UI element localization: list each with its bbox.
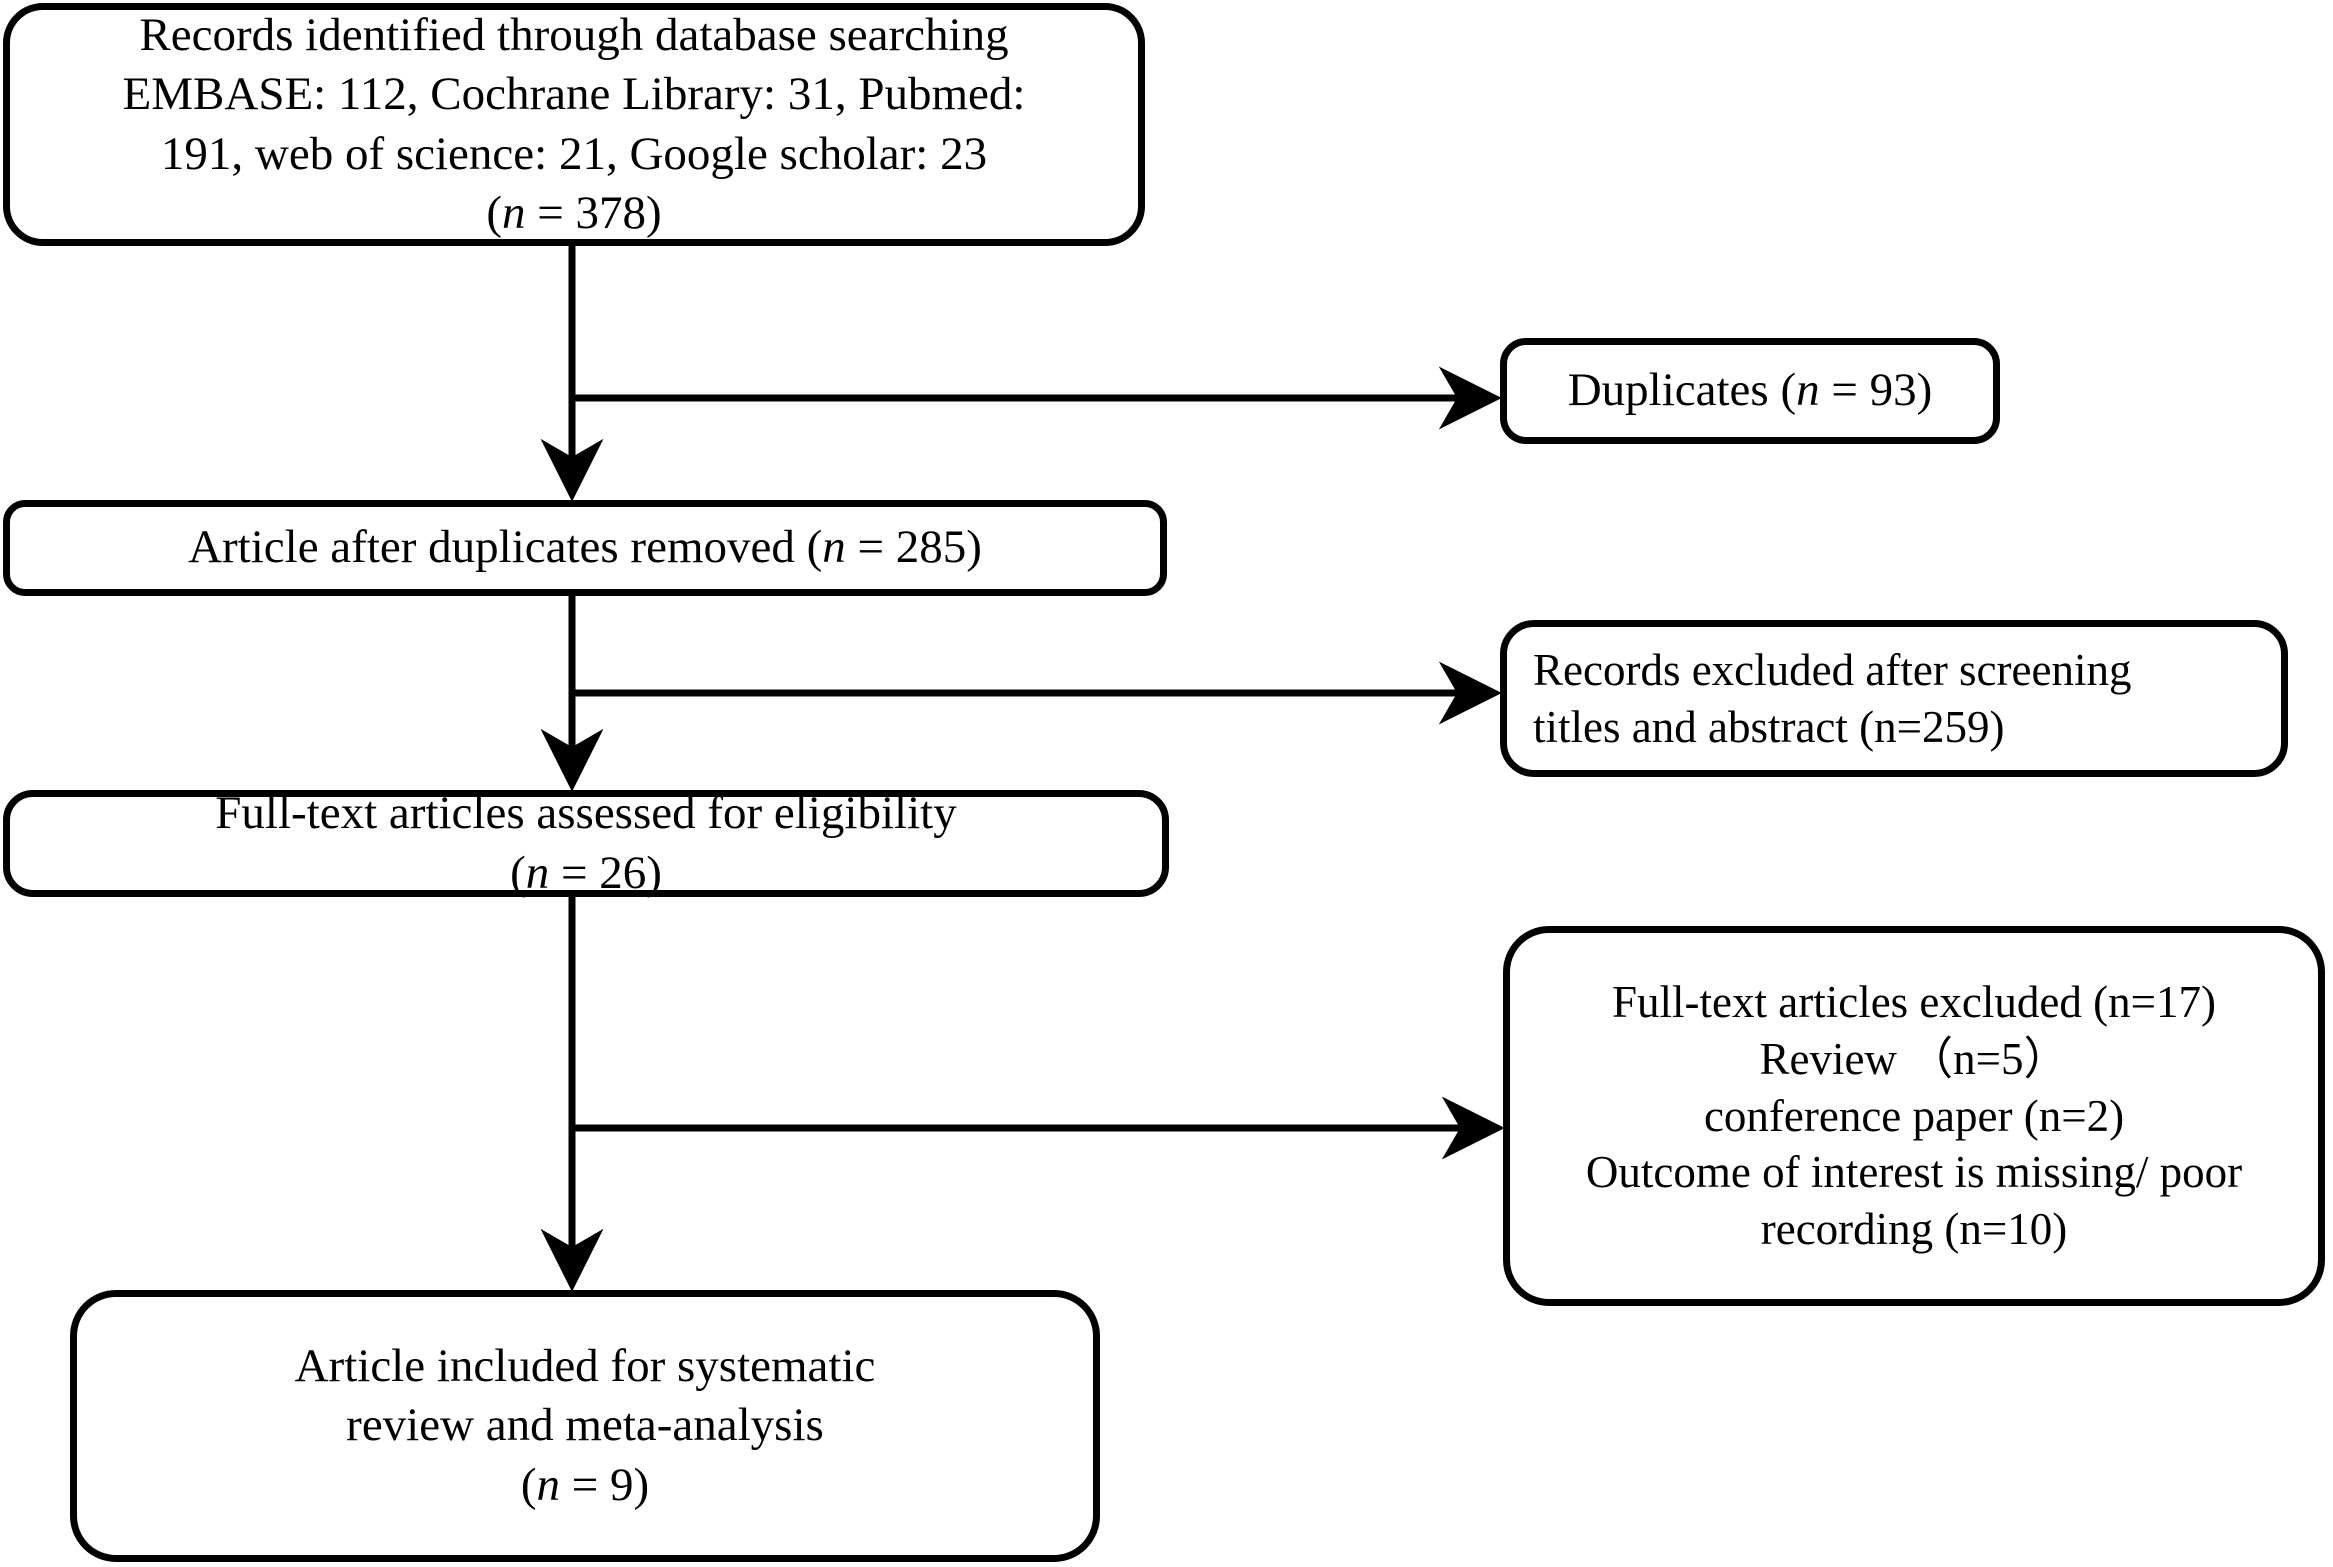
article-after-duplicates-removed-label: Article after duplicates removed (n = 28…	[188, 521, 982, 574]
duplicates-box: Duplicates (n = 93)	[1500, 338, 2000, 444]
full-text-articles-assessed-line-1: Full-text articles assessed for eligibil…	[215, 787, 957, 840]
records-identified-line-1: Records identified through database sear…	[139, 9, 1009, 62]
records-excluded-after-screening-text: Records excluded after screening titles …	[1533, 642, 2263, 755]
records-excluded-after-screening-box: Records excluded after screening titles …	[1500, 620, 2288, 777]
article-after-duplicates-removed-box: Article after duplicates removed (n = 28…	[3, 500, 1167, 596]
article-included-count: (n = 9)	[520, 1458, 650, 1511]
full-text-articles-excluded-text: Full-text articles excluded (n=17) Revie…	[1528, 974, 2300, 1257]
full-text-articles-excluded-box: Full-text articles excluded (n=17) Revie…	[1503, 926, 2325, 1306]
article-included-line-1: Article included for systematic	[294, 1340, 876, 1393]
article-after-duplicates-removed-text: Article after duplicates removed (n = 28…	[28, 518, 1142, 577]
duplicates-label: Duplicates (n = 93)	[1567, 364, 1933, 417]
article-included-text: Article included for systematic review a…	[95, 1337, 1075, 1515]
records-identified-text: Records identified through database sear…	[28, 6, 1120, 243]
records-identified-line-2: EMBASE: 112, Cochrane Library: 31, Pubme…	[122, 68, 1026, 121]
article-included-box: Article included for systematic review a…	[70, 1290, 1100, 1562]
full-text-articles-excluded-line-2: Review （n=5）	[1759, 1033, 2069, 1084]
full-text-articles-assessed-count: (n = 26)	[510, 846, 662, 899]
records-identified-line-3: 191, web of science: 21, Google scholar:…	[160, 127, 988, 180]
article-included-line-2: review and meta-analysis	[346, 1399, 824, 1452]
full-text-articles-excluded-line-1: Full-text articles excluded (n=17)	[1612, 977, 2216, 1028]
full-text-articles-assessed-box: Full-text articles assessed for eligibil…	[3, 787, 1169, 899]
full-text-articles-assessed-text: Full-text articles assessed for eligibil…	[28, 784, 1144, 902]
full-text-articles-excluded-line-3: conference paper (n=2)	[1703, 1090, 2125, 1141]
records-excluded-after-screening-line-2: titles and abstract (n=259)	[1533, 701, 2005, 752]
full-text-articles-excluded-line-5: recording (n=10)	[1760, 1204, 2068, 1255]
records-excluded-after-screening-line-1: Records excluded after screening	[1533, 644, 2132, 695]
full-text-articles-excluded-line-4: Outcome of interest is missing/ poor	[1585, 1147, 2243, 1198]
duplicates-text: Duplicates (n = 93)	[1525, 361, 1975, 420]
records-identified-box: Records identified through database sear…	[3, 3, 1145, 246]
records-identified-count: (n = 378)	[486, 186, 662, 239]
